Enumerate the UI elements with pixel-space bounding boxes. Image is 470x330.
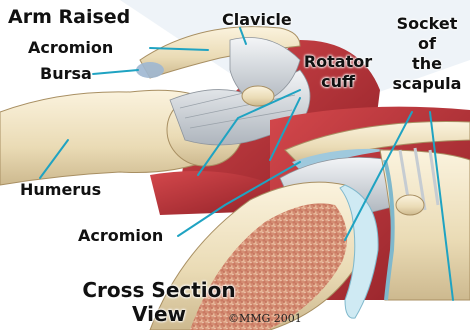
label-socket-of-scapula: Socket of the scapula <box>384 14 470 94</box>
label-arm-raised: Arm Raised <box>8 8 130 27</box>
label-rotator-cuff: Rotator cuff <box>300 52 376 92</box>
copyright-text: ©MMG 2001 <box>228 312 302 325</box>
label-cross-section-line2: View <box>64 302 254 326</box>
label-acromion-top: Acromion <box>28 40 113 56</box>
label-cross-section-view: Cross Section View <box>64 278 254 326</box>
label-acromion-bottom: Acromion <box>78 228 163 244</box>
label-clavicle: Clavicle <box>222 12 292 28</box>
label-socket-line4: scapula <box>384 74 470 94</box>
label-cross-section-line1: Cross Section <box>64 278 254 302</box>
label-humerus: Humerus <box>20 182 101 198</box>
label-socket-line2: of <box>384 34 470 54</box>
coracoid-section <box>396 195 424 215</box>
label-rotator-cuff-line2: cuff <box>300 72 376 92</box>
label-bursa: Bursa <box>40 66 92 82</box>
label-socket-line1: Socket <box>384 14 470 34</box>
bursa-sac <box>136 62 164 78</box>
label-rotator-cuff-line1: Rotator <box>300 52 376 72</box>
label-socket-line3: the <box>384 54 470 74</box>
